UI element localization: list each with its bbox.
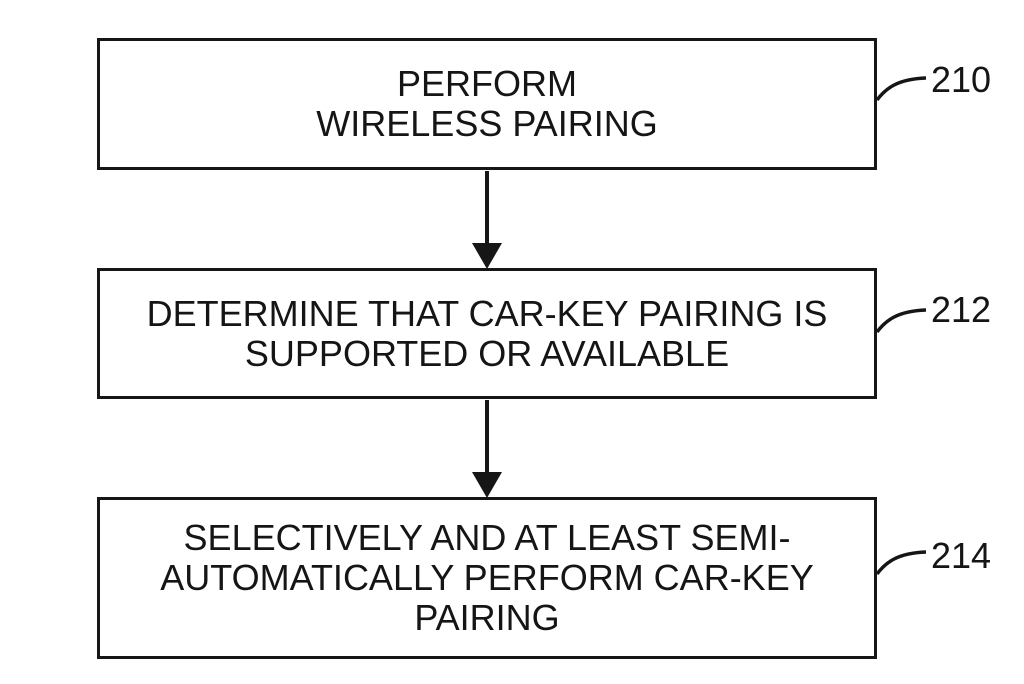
step-box-214: SELECTIVELY AND AT LEAST SEMI- AUTOMATIC…	[97, 497, 877, 659]
arrow-210-to-212	[472, 171, 502, 269]
leader-line-214	[875, 550, 927, 576]
ref-label-212: 212	[931, 289, 992, 330]
step-212-line-2: SUPPORTED OR AVAILABLE	[244, 332, 730, 374]
leader-line-212	[875, 308, 927, 334]
step-210-line-1: PERFORM	[397, 63, 577, 104]
step-212-line-1: DETERMINE THAT CAR-KEY PAIRING IS	[146, 292, 828, 334]
leader-line-210	[875, 76, 927, 102]
arrow-212-to-214	[472, 400, 502, 498]
ref-label-214: 214	[931, 535, 992, 576]
step-214-line-2: AUTOMATICALLY PERFORM CAR-KEY	[160, 557, 814, 598]
step-210-line-2: WIRELESS PAIRING	[316, 103, 658, 144]
step-214-line-1: SELECTIVELY AND AT LEAST SEMI-	[183, 517, 791, 558]
step-214-line-3: PAIRING	[414, 597, 560, 638]
ref-label-210: 210	[931, 59, 992, 100]
step-box-212: DETERMINE THAT CAR-KEY PAIRING IS SUPPOR…	[97, 268, 877, 399]
step-box-210: PERFORM WIRELESS PAIRING	[97, 38, 877, 170]
